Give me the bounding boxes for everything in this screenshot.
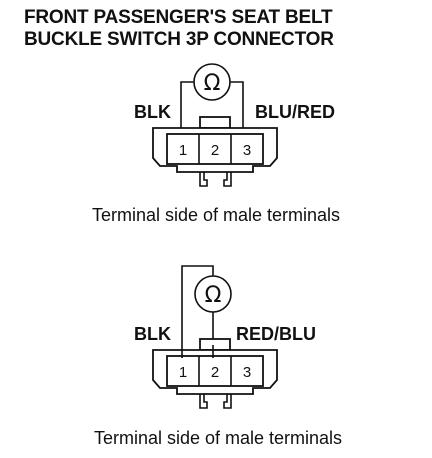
probe-lead-left [180,81,194,141]
diagram-caption: Terminal side of male terminals [94,428,342,448]
probe-lead-right [230,81,244,141]
wire-label-left: BLK [134,102,171,122]
pin-number-3: 3 [243,142,251,159]
title-line-1: FRONT PASSENGER'S SEAT BELT [24,7,333,28]
wire-label-left: BLK [134,324,171,344]
connector-lock-tab [199,116,231,129]
pin-number-1: 1 [179,364,187,381]
diagram-caption: Terminal side of male terminals [92,205,340,225]
connector-cavity [166,133,264,165]
connector-foot-right [223,394,232,409]
connector-lock-tab [199,338,231,351]
wire-label-right: RED/BLU [236,324,316,344]
pin-number-3: 3 [243,364,251,381]
connector-foot-left [199,172,208,187]
title-line-2: BUCKLE SWITCH 3P CONNECTOR [24,29,334,50]
ohm-symbol: Ω [204,71,221,96]
connector-foot-right [223,172,232,187]
connector-foot-left [199,394,208,409]
top-diagram: Ω BLK BLU/RED 1 2 3 Terminal sid [92,63,340,225]
probe-lead-left [181,265,214,352]
pin-number-2: 2 [211,364,219,381]
wire-label-right: BLU/RED [255,102,335,122]
pin-number-2: 2 [211,142,219,159]
connector-cavity [166,355,264,387]
pin-number-1: 1 [179,142,187,159]
ohm-symbol: Ω [205,283,222,308]
bottom-diagram: Ω BLK RED/BLU 1 2 3 [94,265,342,448]
